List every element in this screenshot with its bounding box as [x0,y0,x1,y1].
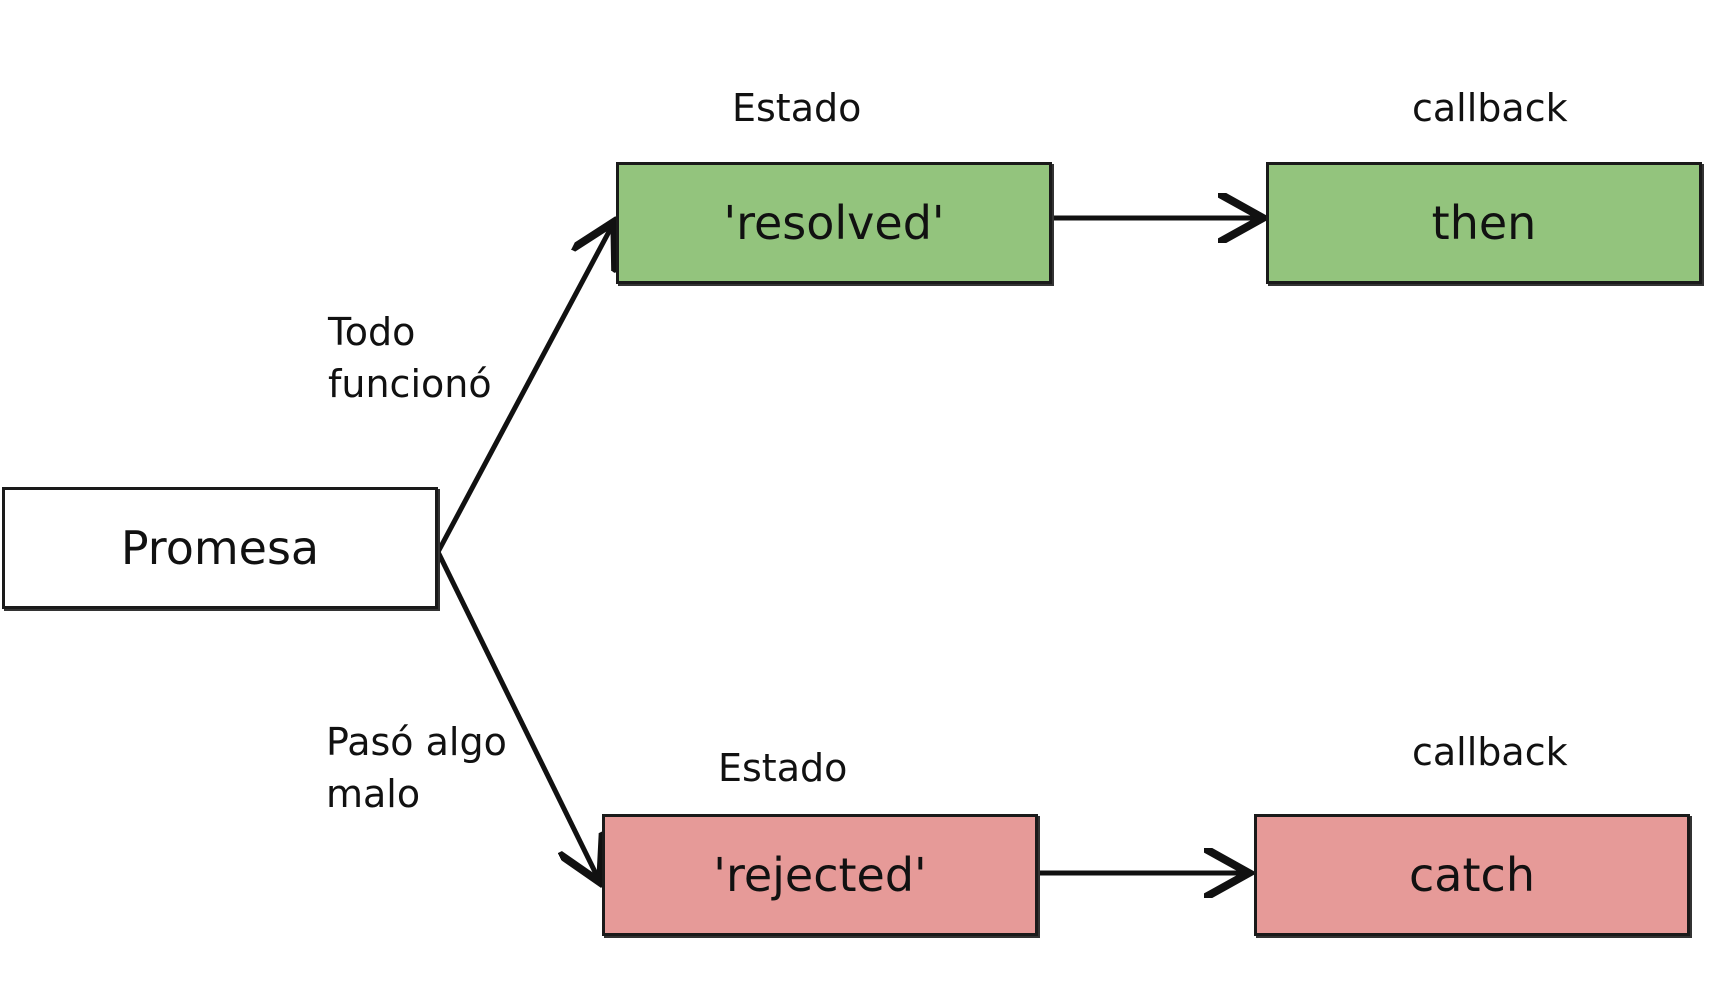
success-condition-label: Todo funcionó [328,310,492,406]
then-label: then [1431,196,1537,250]
then-callback-node: then [1266,162,1702,284]
resolved-label: 'resolved' [723,196,945,250]
promesa-label: Promesa [120,521,320,575]
arrow-promesa-to-rejected [435,550,598,878]
arrow-promesa-to-resolved [435,226,612,554]
estado-heading-bottom: Estado [718,746,848,790]
rejected-label: 'rejected' [713,848,927,902]
rejected-state-node: 'rejected' [602,814,1038,936]
failure-condition-label: Pasó algo malo [326,720,507,816]
promesa-node: Promesa [2,487,438,609]
catch-label: catch [1409,848,1535,902]
callback-heading-bottom: callback [1412,730,1568,774]
callback-heading-top: callback [1412,86,1568,130]
estado-heading-top: Estado [732,86,862,130]
resolved-state-node: 'resolved' [616,162,1052,284]
catch-callback-node: catch [1254,814,1690,936]
